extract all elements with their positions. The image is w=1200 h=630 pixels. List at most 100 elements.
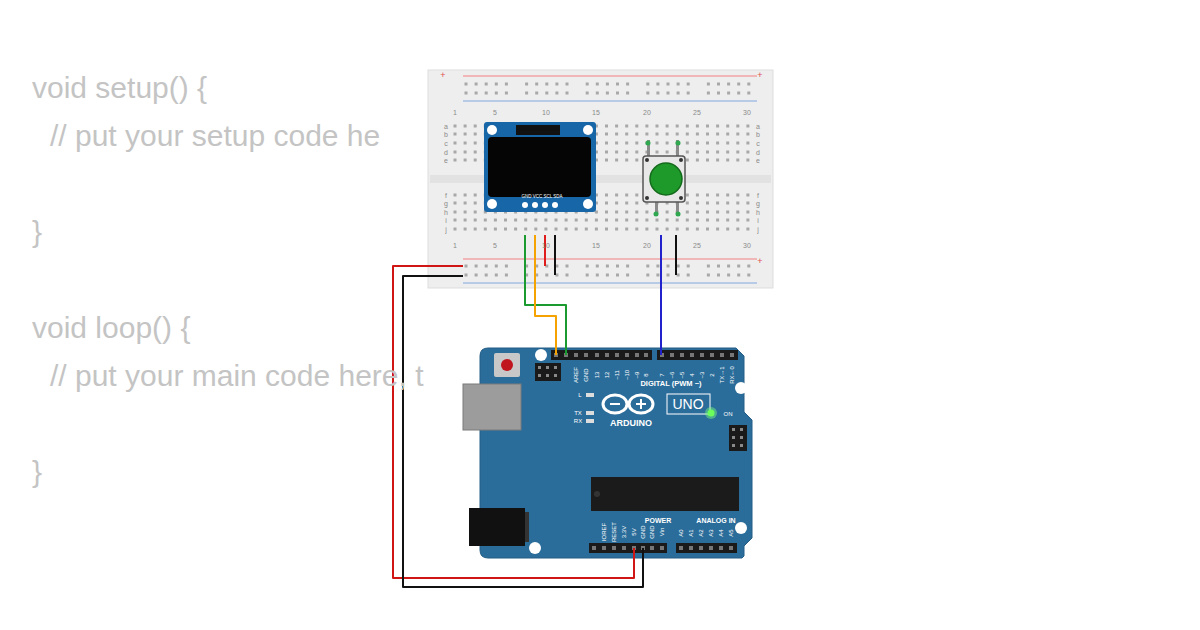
breadboard-hole	[635, 211, 638, 214]
mount-hole	[583, 125, 593, 135]
breadboard-hole	[555, 228, 558, 231]
rail-hole	[747, 265, 750, 268]
breadboard-hole	[565, 219, 568, 222]
rail-hole	[505, 92, 508, 95]
breadboard-hole	[555, 219, 558, 222]
rail-hole	[616, 274, 619, 277]
rail-hole	[475, 265, 478, 268]
breadboard-hole	[474, 228, 477, 231]
breadboard-hole	[736, 133, 739, 136]
header-pin	[679, 546, 683, 550]
icsp-pin	[538, 366, 541, 369]
breadboard-hole	[474, 219, 477, 222]
breadboard-hole	[706, 219, 709, 222]
rail-hole	[646, 92, 649, 95]
column-number: 30	[743, 242, 751, 249]
breadboard-hole	[605, 125, 608, 128]
breadboard-hole	[544, 219, 547, 222]
breadboard-hole	[746, 133, 749, 136]
button-cap	[650, 163, 682, 195]
led-label: TX	[574, 410, 582, 416]
header-pin	[595, 353, 599, 357]
breadboard-hole	[464, 142, 467, 145]
breadboard-hole	[706, 211, 709, 214]
power-header	[589, 543, 667, 553]
rail-hole	[485, 274, 488, 277]
rail-hole	[596, 274, 599, 277]
row-letter: e	[444, 157, 448, 164]
breadboard-hole	[625, 151, 628, 154]
breadboard-hole	[645, 133, 648, 136]
breadboard-hole	[595, 219, 598, 222]
row-letter: j	[445, 226, 447, 233]
pin-label: AREF	[573, 367, 579, 383]
breadboard-hole	[605, 211, 608, 214]
rail-hole	[495, 274, 498, 277]
rail-hole	[596, 92, 599, 95]
breadboard-hole	[686, 142, 689, 145]
rail-hole	[495, 92, 498, 95]
on-led-glow	[705, 407, 717, 419]
rail-hole	[727, 83, 730, 86]
header-pin	[635, 353, 639, 357]
logo-loop	[629, 395, 653, 413]
rail-hole	[535, 83, 538, 86]
pin-label: A0	[678, 529, 684, 536]
rail-hole	[727, 274, 730, 277]
breadboard-hole	[474, 142, 477, 145]
led-l	[586, 393, 594, 397]
logo-loop	[603, 395, 627, 413]
breadboard-hole	[464, 211, 467, 214]
rail-hole	[667, 83, 670, 86]
header-pin	[730, 353, 734, 357]
row-letter: f	[757, 192, 759, 199]
breadboard-hole	[726, 125, 729, 128]
row-letter: i	[445, 217, 447, 224]
breadboard-hole	[706, 228, 709, 231]
breadboard-hole	[746, 202, 749, 205]
push-button	[643, 140, 685, 217]
header-pin	[689, 546, 693, 550]
pin-label: 5V	[631, 528, 637, 535]
wire-sda	[525, 235, 566, 355]
pin-label: A4	[718, 529, 724, 536]
column-number: 20	[643, 242, 651, 249]
rail-hole	[475, 92, 478, 95]
breadboard-hole	[706, 125, 709, 128]
breadboard-hole	[696, 228, 699, 231]
rail-hole	[566, 265, 569, 268]
code-line: }	[32, 457, 42, 487]
header-pin	[690, 353, 694, 357]
rail-hole	[525, 83, 528, 86]
breadboard-hole	[746, 125, 749, 128]
pin-label: RX←0	[729, 366, 735, 384]
pin-label: IOREF	[601, 523, 607, 541]
icsp-base	[535, 363, 561, 381]
breadboard-hole	[615, 125, 618, 128]
header-pin	[660, 546, 664, 550]
breadboard-hole	[696, 211, 699, 214]
wire-scl	[535, 235, 556, 355]
reset-button	[501, 359, 513, 371]
rail-hole	[737, 92, 740, 95]
wire-vcc	[544, 235, 546, 266]
breadboard-hole	[676, 125, 679, 128]
breadboard-hole	[454, 133, 457, 136]
breadboard-hole	[484, 219, 487, 222]
breadboard-hole	[625, 202, 628, 205]
rail-hole	[677, 274, 680, 277]
breadboard-hole	[686, 194, 689, 197]
rail-hole	[555, 92, 558, 95]
pin-label: ~11	[614, 370, 620, 380]
button-leg-tip	[646, 141, 651, 146]
breadboard-hole	[696, 202, 699, 205]
oled-pin	[532, 202, 538, 208]
breadboard-hole	[615, 202, 618, 205]
breadboard-hole	[726, 228, 729, 231]
mount-hole	[735, 382, 747, 394]
breadboard-hole	[736, 159, 739, 162]
breadboard-hole	[746, 228, 749, 231]
breadboard-hole	[676, 219, 679, 222]
breadboard-hole	[454, 125, 457, 128]
rail-hole	[737, 265, 740, 268]
